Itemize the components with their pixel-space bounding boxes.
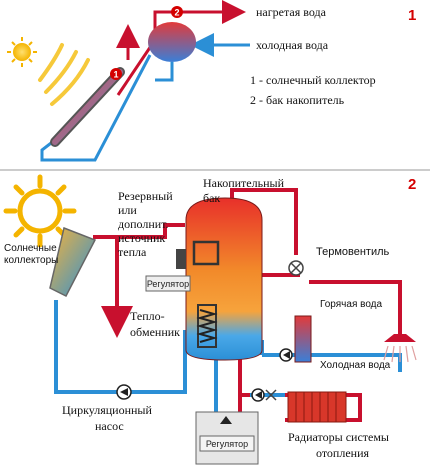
svg-text:дополнит.: дополнит. [118,217,169,231]
backup-heater-connector [176,249,186,269]
shower-icon [383,334,417,363]
svg-text:тепла: тепла [118,245,147,259]
svg-text:Солнечные: Солнечные [4,243,57,254]
regulator-bottom-label: Регулятор [206,439,248,449]
heat-exchanger-coil [196,304,218,348]
label-radiators: Радиаторы системы отопления [288,430,389,460]
sun-large-icon [3,174,77,248]
svg-text:Циркуляционный: Циркуляционный [62,403,152,417]
sun-rays-icon [38,43,90,106]
pump-hot-water-icon [279,348,293,362]
panel1-pipes [40,0,250,162]
svg-text:источник: источник [118,231,165,245]
panel-number-1: 1 [408,7,416,24]
radiator-icon [287,391,347,423]
backup-heater-element [192,240,220,266]
legend-tank: 2 - бак накопитель [250,93,345,107]
label-storage-tank: Накопительный бак [203,176,285,205]
svg-text:Резервный: Резервный [118,189,173,203]
marker-collector: 1 [110,68,122,80]
panel-number-2: 2 [408,176,416,193]
svg-text:отопления: отопления [316,446,370,460]
hot-water-buffer [294,315,312,363]
label-cold-water-1: холодная вода [256,38,329,52]
label-heat-exchanger: Тепло- обменник [130,309,180,339]
boiler-unit: Регулятор [195,411,259,465]
panel-2: 2 [3,174,417,465]
label-thermovalve: Термовентиль [316,246,390,258]
svg-text:1: 1 [113,70,118,80]
svg-text:Регулятор: Регулятор [147,279,189,289]
label-solar-collectors: Солнечные коллекторы [4,243,58,266]
solar-collector-tube [50,67,125,147]
svg-text:бак: бак [203,191,220,205]
svg-text:Радиаторы системы: Радиаторы системы [288,430,389,444]
marker-tank: 2 [171,6,183,18]
svg-text:обменник: обменник [130,325,180,339]
storage-tank-small [148,22,196,62]
label-backup-source: Резервный или дополнит. источник тепла [118,189,173,259]
svg-text:коллекторы: коллекторы [4,255,58,266]
svg-text:Накопительный: Накопительный [203,176,285,190]
sun-icon [7,37,37,67]
svg-text:или: или [118,203,137,217]
panel-1: 1 2 нагретая вода холодная вода 1 - солн… [7,0,416,162]
svg-text:2: 2 [174,8,179,18]
valve-heating-icon [265,389,277,401]
tank-regulator: Регулятор [145,275,191,292]
thermovalve-icon [288,260,304,276]
label-hot-water-1: нагретая вода [256,5,327,19]
label-circulation-pump: Циркуляционный насос [62,403,152,433]
svg-text:Тепло-: Тепло- [130,309,165,323]
pump-heating-icon [251,388,265,402]
label-cold-water-2: Холодная вода [320,360,391,371]
legend-collector: 1 - солнечный коллектор [250,73,376,87]
label-hot-water-2: Горячая вода [320,299,383,310]
svg-text:насос: насос [95,419,124,433]
solar-collector-panel [49,226,97,298]
circulation-pump-icon [116,384,132,400]
